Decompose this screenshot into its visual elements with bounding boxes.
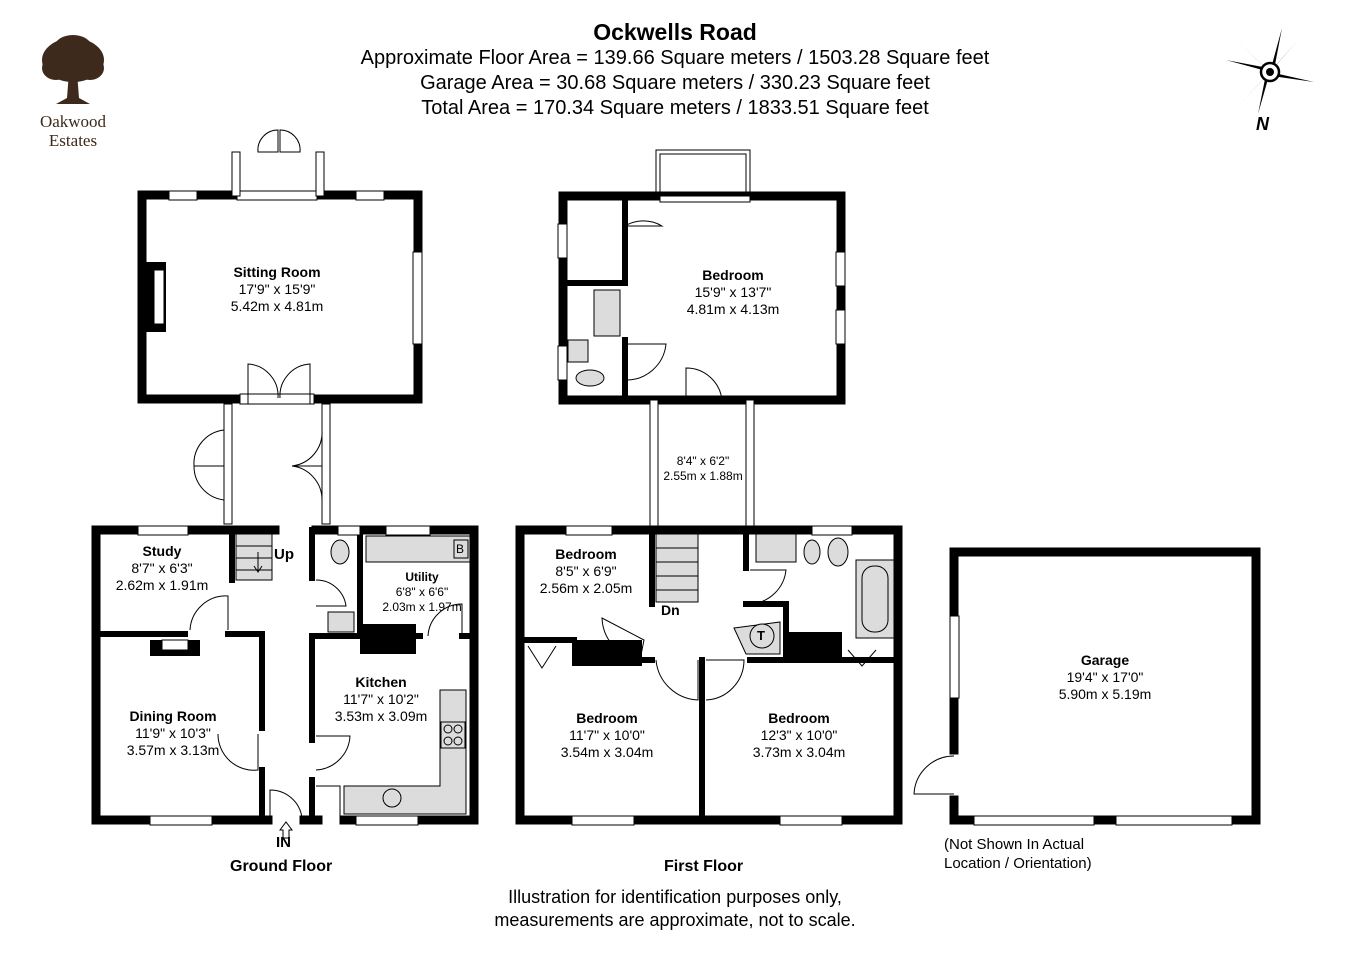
kitchen-name: Kitchen xyxy=(355,674,407,690)
landing-label: 8'4" x 6'2" 2.55m x 1.88m xyxy=(658,454,748,484)
ground-floor-caption: Ground Floor xyxy=(230,858,333,875)
garage-imperial: 19'4" x 17'0" xyxy=(1066,669,1144,685)
disclaimer-line-2: measurements are approximate, not to sca… xyxy=(494,910,856,930)
right-bedroom-imperial: 12'3" x 10'0" xyxy=(760,727,838,743)
dining-room-metric: 3.57m x 3.13m xyxy=(126,742,220,758)
sitting-room-label: Sitting Room 17'9" x 15'9" 5.42m x 4.81m xyxy=(207,264,347,315)
utility-name: Utility xyxy=(405,570,439,584)
plan-header: Ockwells Road Approximate Floor Area = 1… xyxy=(0,18,1350,121)
left-bedroom-name: Bedroom xyxy=(576,710,638,726)
landing-metric: 2.55m x 1.88m xyxy=(663,469,743,483)
compass-north-label: N xyxy=(1256,114,1270,134)
garage-note-line-1: (Not Shown In Actual xyxy=(944,836,1085,853)
small-bedroom-imperial: 8'5" x 6'9" xyxy=(555,563,617,579)
small-bedroom-name: Bedroom xyxy=(555,546,617,562)
utility-label: Utility 6'8" x 6'6" 2.03m x 1.97m xyxy=(362,570,482,615)
garage-note: (Not Shown In Actual Location / Orientat… xyxy=(944,835,1092,873)
study-label: Study 8'7" x 6'3" 2.62m x 1.91m xyxy=(102,543,222,594)
utility-imperial: 6'8" x 6'6" xyxy=(395,585,449,599)
master-bedroom-metric: 4.81m x 4.13m xyxy=(686,301,780,317)
hall-passage xyxy=(193,403,331,525)
sitting-room-metric: 5.42m x 4.81m xyxy=(230,298,324,314)
kitchen-label: Kitchen 11'7" x 10'2" 3.53m x 3.09m xyxy=(318,674,444,725)
small-bedroom-label: Bedroom 8'5" x 6'9" 2.56m x 2.05m xyxy=(526,546,646,597)
first-floor-walls xyxy=(515,149,903,826)
right-bedroom-metric: 3.73m x 3.04m xyxy=(752,744,846,760)
logo-line-1: Oakwood xyxy=(39,112,107,131)
disclaimer-line-1: Illustration for identification purposes… xyxy=(508,887,842,907)
boiler-label: B xyxy=(456,542,465,556)
disclaimer: Illustration for identification purposes… xyxy=(0,886,1350,932)
garage-area-text: Garage Area = 30.68 Square meters / 330.… xyxy=(420,72,930,94)
garage-metric: 5.90m x 5.19m xyxy=(1058,686,1152,702)
floor-area-text: Approximate Floor Area = 139.66 Square m… xyxy=(360,47,990,69)
dining-room-name: Dining Room xyxy=(129,708,217,724)
stairs-down-label: Dn xyxy=(661,602,680,618)
garage-walls xyxy=(913,547,1261,826)
total-area-text: Total Area = 170.34 Square meters / 1833… xyxy=(421,97,929,119)
dining-room-imperial: 11'9" x 10'3" xyxy=(135,725,211,741)
entrance-label: IN xyxy=(276,834,291,851)
company-logo: Oakwood Estates xyxy=(28,34,118,149)
sitting-room-name: Sitting Room xyxy=(233,264,321,280)
tank-label: T xyxy=(757,628,765,643)
utility-metric: 2.03m x 1.97m xyxy=(382,600,462,614)
right-bedroom-name: Bedroom xyxy=(768,710,830,726)
left-bedroom-imperial: 11'7" x 10'0" xyxy=(569,727,645,743)
study-name: Study xyxy=(142,543,182,559)
stairs-up-label: Up xyxy=(274,546,294,563)
kitchen-imperial: 11'7" x 10'2" xyxy=(343,691,419,707)
left-bedroom-label: Bedroom 11'7" x 10'0" 3.54m x 3.04m xyxy=(544,710,670,761)
logo-line-2: Estates xyxy=(48,131,98,150)
master-bedroom-imperial: 15'9" x 13'7" xyxy=(694,284,772,300)
ground-floor-walls xyxy=(91,525,479,839)
study-metric: 2.62m x 1.91m xyxy=(115,577,209,593)
plan-title: Ockwells Road xyxy=(593,19,757,45)
garage-name: Garage xyxy=(1080,652,1130,668)
kitchen-metric: 3.53m x 3.09m xyxy=(334,708,428,724)
study-imperial: 8'7" x 6'3" xyxy=(131,560,193,576)
garage-note-line-2: Location / Orientation) xyxy=(944,855,1092,872)
oak-tree-icon xyxy=(42,35,104,104)
sitting-room-walls xyxy=(137,129,423,405)
garage-label: Garage 19'4" x 17'0" 5.90m x 5.19m xyxy=(1040,652,1170,703)
right-bedroom-label: Bedroom 12'3" x 10'0" 3.73m x 3.04m xyxy=(736,710,862,761)
compass-rose-icon: N xyxy=(1226,28,1314,134)
first-floor-caption: First Floor xyxy=(664,858,744,875)
master-bedroom-name: Bedroom xyxy=(702,267,764,283)
master-bedroom-label: Bedroom 15'9" x 13'7" 4.81m x 4.13m xyxy=(668,267,798,318)
left-bedroom-metric: 3.54m x 3.04m xyxy=(560,744,654,760)
small-bedroom-metric: 2.56m x 2.05m xyxy=(539,580,633,596)
sitting-room-imperial: 17'9" x 15'9" xyxy=(238,281,316,297)
landing-imperial: 8'4" x 6'2" xyxy=(676,454,730,468)
dining-room-label: Dining Room 11'9" x 10'3" 3.57m x 3.13m xyxy=(108,708,238,759)
